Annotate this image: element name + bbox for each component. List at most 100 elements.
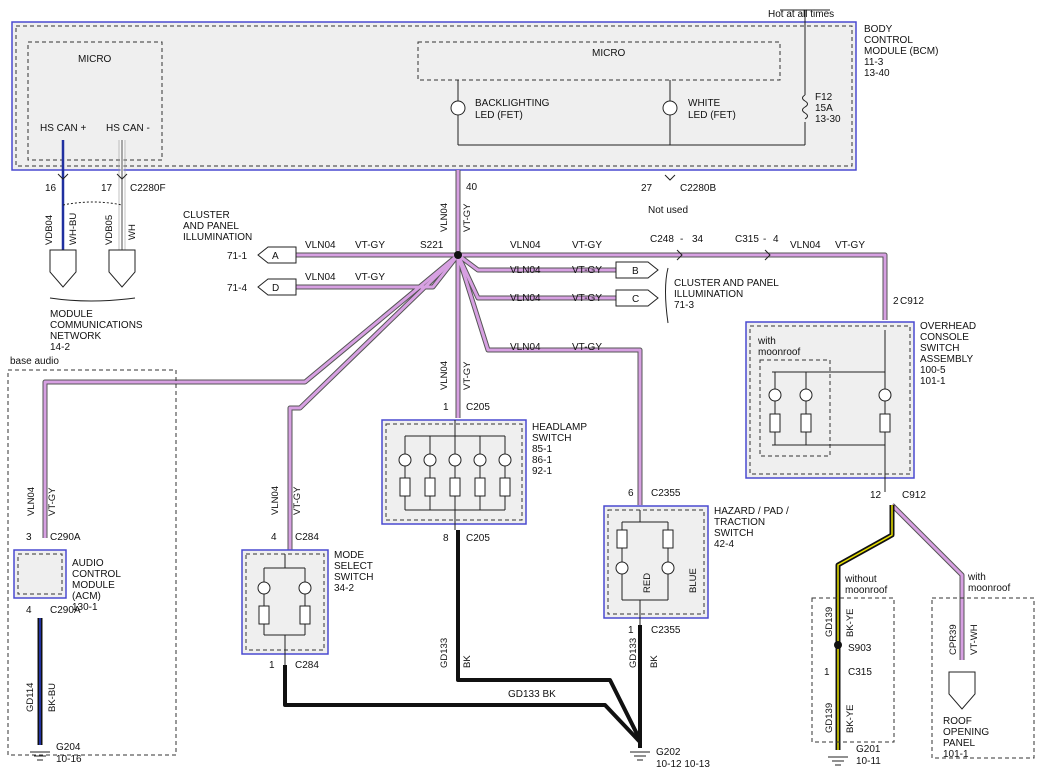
connector-tags (257, 246, 659, 307)
bk-ye-bottom: BK-YE (845, 704, 856, 733)
white-led-label-2: LED (FET) (688, 110, 736, 121)
pin6: 6 (628, 488, 634, 499)
c2280b-label: C2280B (680, 183, 716, 194)
vdb04-label: VDB04 (44, 215, 55, 245)
acm-1: AUDIO (72, 558, 104, 569)
acm-5: 130-1 (72, 602, 98, 613)
roof-4: 101-1 (943, 749, 969, 760)
bk-haz: BK (649, 655, 660, 668)
c205-bottom: C205 (466, 533, 490, 544)
without-2: moonroof (845, 585, 887, 596)
fuse-label-3: 13-30 (815, 114, 841, 125)
vln04-d: VLN04 (305, 272, 336, 283)
headlamp-2: SWITCH (532, 433, 571, 444)
cpi-right-3: 71-3 (674, 300, 694, 311)
acm-2: CONTROL (72, 569, 121, 580)
base-audio-label: base audio (10, 356, 59, 367)
pin12: 12 (870, 490, 882, 501)
hazard-2: TRACTION (714, 517, 765, 528)
cpi-right-1: CLUSTER AND PANEL (674, 278, 779, 289)
bcm-label-2: CONTROL (864, 35, 913, 46)
backlight-label-1: BACKLIGHTING (475, 98, 550, 109)
acm-module (13, 549, 67, 599)
cpi-left-2: AND PANEL (183, 221, 239, 232)
mode-4: 34-2 (334, 583, 354, 594)
roof-2: OPENING (943, 727, 989, 738)
c290a-bottom: C290A (50, 605, 81, 616)
vt-gy-head: VT-GY (462, 361, 473, 390)
c248-pin: 34 (692, 234, 704, 245)
overhead-console-module (745, 321, 915, 492)
bcm-label-1: BODY (864, 24, 893, 35)
pin40: 40 (466, 182, 478, 193)
hazard-4: 42-4 (714, 539, 734, 550)
mode-3: SWITCH (334, 572, 373, 583)
hazard-3: SWITCH (714, 528, 753, 539)
mcn-label-3: NETWORK (50, 331, 101, 342)
g201-1: G201 (856, 744, 881, 755)
vt-gy-haz: VT-GY (572, 342, 602, 353)
pin1c: 1 (628, 625, 634, 636)
pin4: 4 (271, 532, 277, 543)
c2280f-label: C2280F (130, 183, 166, 194)
c248-label: C248 (650, 234, 674, 245)
c315-label: C315 (848, 667, 872, 678)
ref-71-4: 71-4 (227, 283, 247, 294)
c205-top: C205 (466, 402, 490, 413)
hazard-switch (603, 505, 709, 625)
oc-moonroof: moonroof (758, 347, 800, 358)
bcm-label-4: 11-3 (864, 57, 884, 68)
without-moonroof-region (811, 597, 895, 743)
mcn-label-2: COMMUNICATIONS (50, 320, 143, 331)
gd133-bk-label: GD133 BK (508, 689, 556, 700)
without-1: without (844, 574, 877, 585)
bcm-label-3: MODULE (BCM) (864, 46, 938, 57)
with-moonroof-region (931, 597, 1035, 759)
headlamp-5: 92-1 (532, 466, 552, 477)
vln04-a: VLN04 (305, 240, 336, 251)
overhead-2: CONSOLE (920, 332, 969, 343)
c912-bottom: C912 (902, 490, 926, 501)
ref-71-1: 71-1 (227, 251, 247, 262)
mode-2: SELECT (334, 561, 373, 572)
gd139-top: GD139 (824, 607, 835, 637)
vln04-head: VLN04 (439, 361, 450, 390)
base-audio-region (7, 369, 177, 756)
mcn-label-4: 14-2 (50, 342, 70, 353)
mode-select-switch (241, 549, 329, 665)
headlamp-3: 85-1 (532, 444, 552, 455)
mcn-label-1: MODULE (50, 309, 93, 320)
not-used-label: Not used (648, 205, 688, 216)
micro-label-1: MICRO (78, 54, 112, 65)
overhead-4: ASSEMBLY (920, 354, 973, 365)
acm-4: (ACM) (72, 591, 101, 602)
gd114-label: GD114 (25, 683, 36, 712)
vln04-far: VLN04 (790, 240, 821, 251)
overhead-6: 101-1 (920, 376, 946, 387)
pin4b: 4 (26, 605, 32, 616)
hazard-1: HAZARD / PAD / (714, 506, 789, 517)
bcm-label-5: 13-40 (864, 68, 890, 79)
c2355-bottom: C2355 (651, 625, 681, 636)
vdb05-label: VDB05 (104, 215, 115, 245)
g204-1: G204 (56, 742, 81, 753)
vt-gy-b: VT-GY (572, 265, 602, 276)
vln04-haz: VLN04 (510, 342, 541, 353)
pin1a: 1 (269, 660, 275, 671)
pin3: 3 (26, 532, 32, 543)
g204-2: 10-16 (56, 754, 82, 765)
gd133-head: GD133 (439, 638, 450, 668)
overhead-5: 100-5 (920, 365, 946, 376)
vt-gy-acm: VT-GY (47, 487, 58, 516)
headlamp-switch (381, 419, 527, 530)
vt-gy-top: VT-GY (462, 203, 473, 232)
gd133-haz: GD133 (628, 638, 639, 668)
c248-dash: - (680, 234, 683, 245)
headlamp-4: 86-1 (532, 455, 552, 466)
with-1: with (967, 572, 986, 583)
blue-label: BLUE (688, 568, 699, 593)
c290a-top: C290A (50, 532, 81, 543)
s903-label: S903 (848, 643, 872, 654)
gd139-bottom: GD139 (824, 703, 835, 733)
